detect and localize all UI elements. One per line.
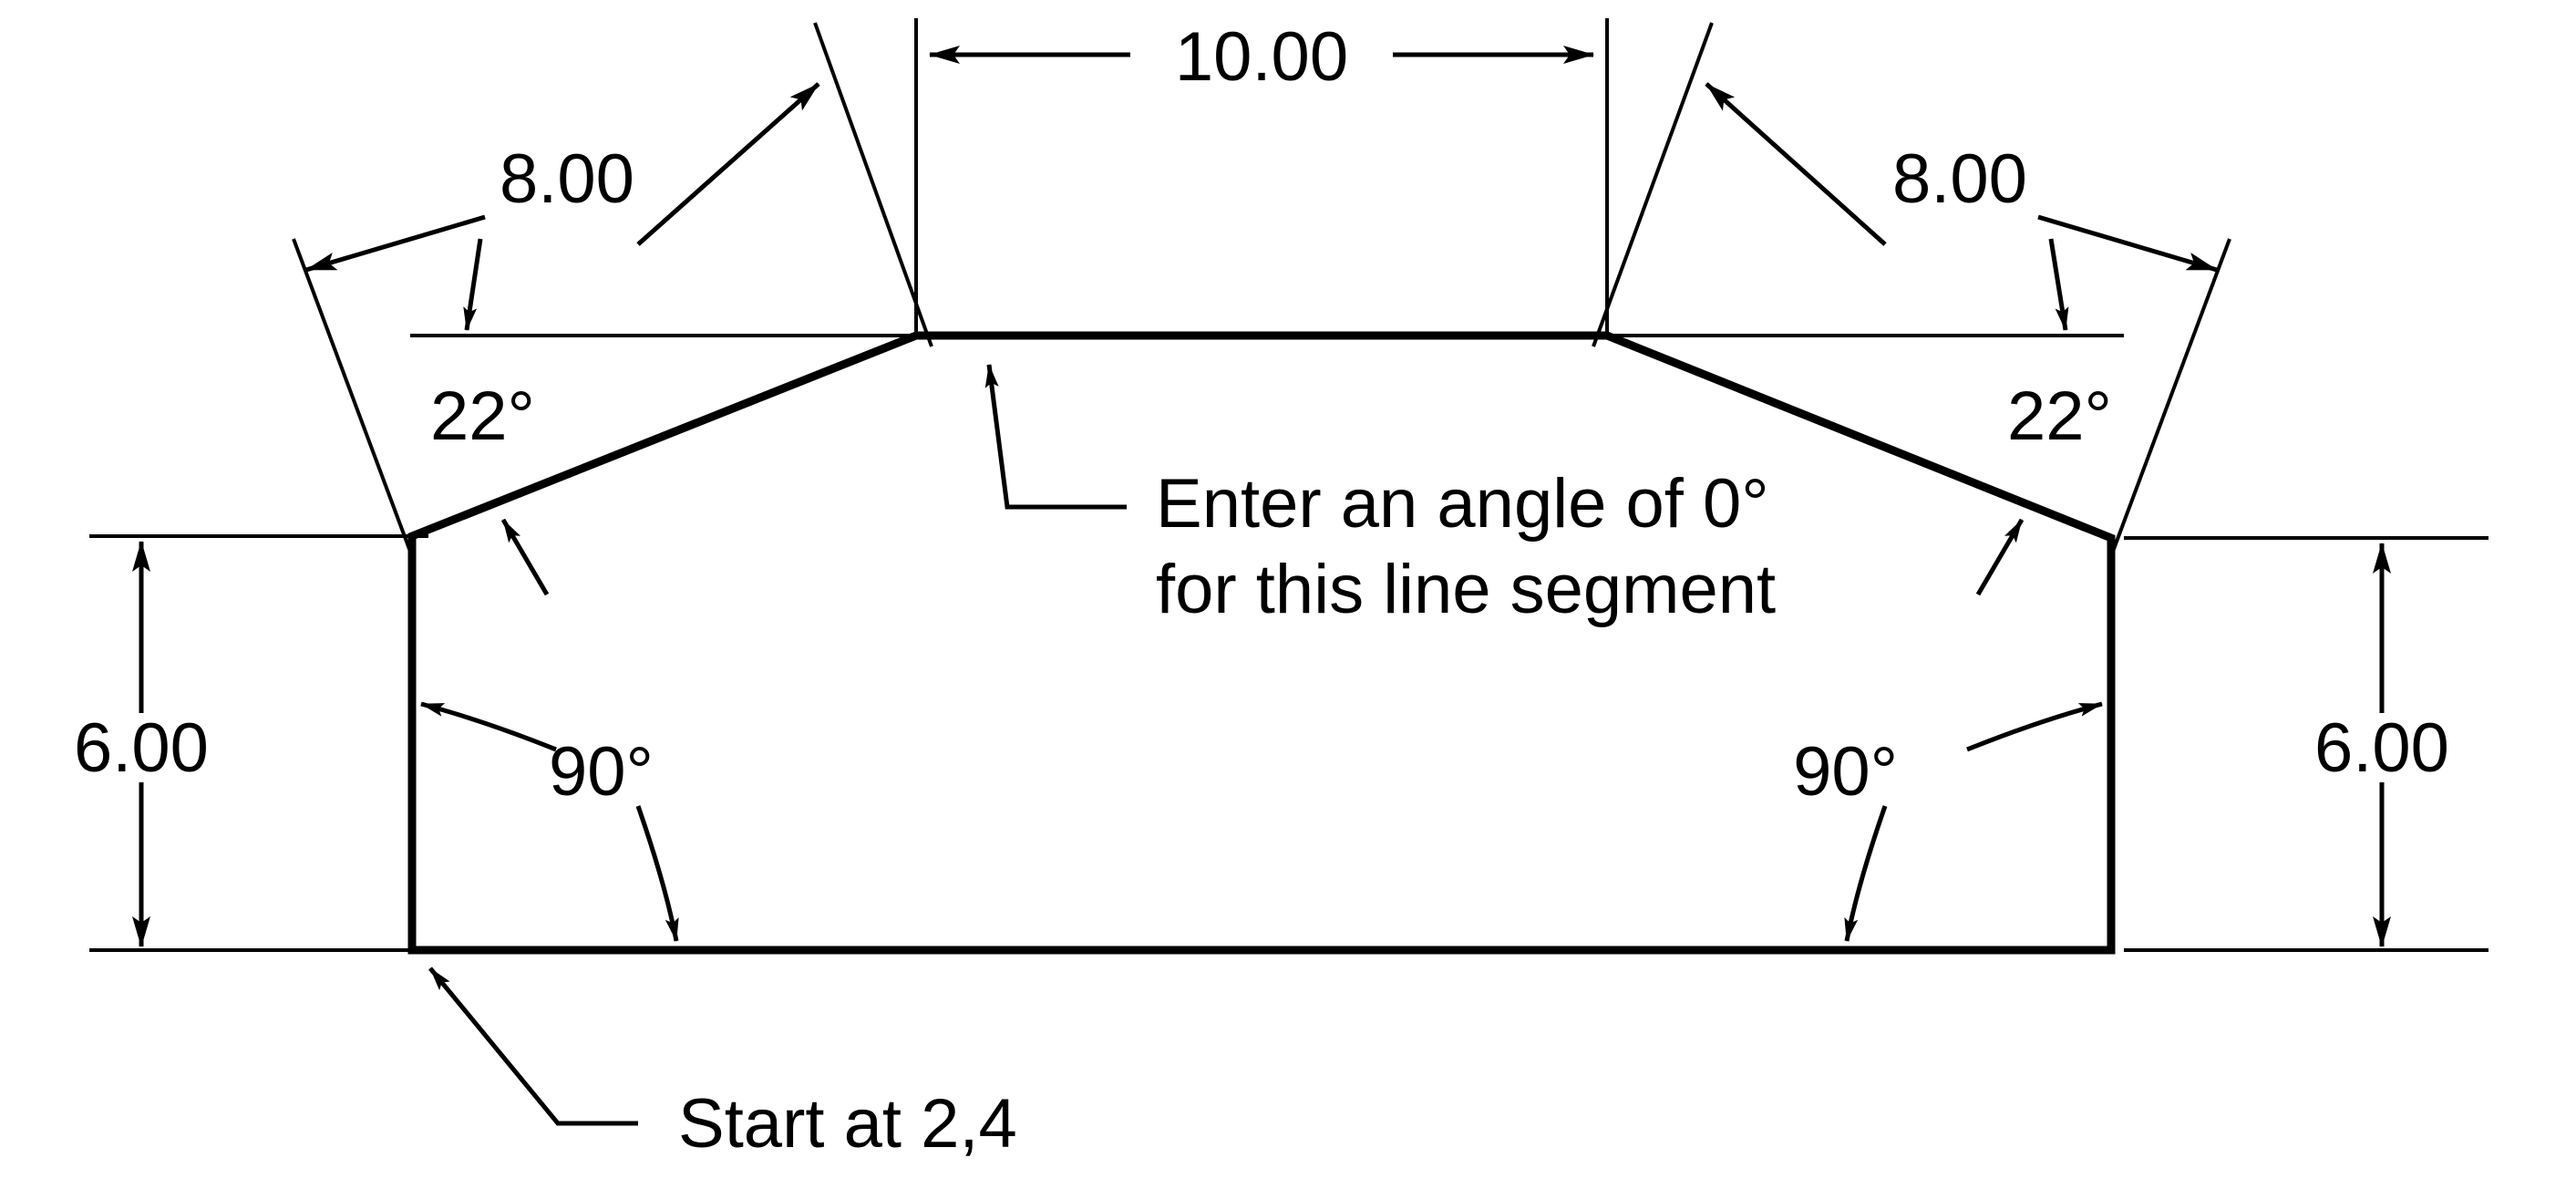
start-note-label: Start at 2,4 [678,1085,1017,1163]
top-width-dimension: 10.00 [929,18,1594,96]
profile-outline [407,331,2116,955]
segment-note-annotation: Enter an angle of 0° for this line segme… [984,364,1776,628]
left-apex-inclined-extension [813,22,933,347]
right-slope-angle-annotation: 22° [1975,238,2112,596]
right-vertex-inclined-extension [2109,238,2231,557]
top-width-label: 10.00 [1175,18,1348,96]
start-note-annotation: Start at 2,4 [428,967,1017,1163]
left-slope-label: 8.00 [500,140,634,218]
segment-note-line-1: Enter an angle of 0° [1156,465,1769,543]
left-corner-arc-to-vertical [420,701,557,752]
right-slope-dimension: 8.00 [1705,82,2218,273]
left-slope-arrow-lower [305,214,486,273]
right-slope-label: 8.00 [1892,140,2027,218]
reference-lines [89,18,2488,952]
left-height-dimension: 6.00 [74,541,209,947]
left-angle-arrow-to-datum [463,238,483,331]
right-apex-inclined-extension [1592,22,1714,347]
right-height-label: 6.00 [2314,709,2449,787]
right-corner-arc-to-vertical [1966,701,2103,752]
right-angle-arrow-to-datum [2048,238,2069,331]
right-corner-arc-to-bottom [1844,805,1888,942]
left-slope-dimension: 8.00 [305,82,820,273]
left-corner-angle-annotation: 90° [420,701,679,942]
right-slope-arrow-lower [2037,214,2218,273]
left-angle-label: 22° [430,377,535,455]
left-slope-arrow-upper [636,82,820,246]
left-slope-angle-annotation: 22° [430,238,550,596]
start-note-leader [428,967,638,1126]
segment-note-line-2: for this line segment [1156,551,1776,628]
right-slope-arrow-upper [1705,82,1887,246]
right-angle-arrow-to-slope [1975,518,2025,596]
left-vertex-inclined-extension [292,238,414,557]
right-angle-label: 22° [2007,377,2112,455]
left-height-label: 6.00 [74,709,209,787]
right-height-dimension: 6.00 [2314,543,2449,947]
segment-note-leader [984,364,1127,510]
left-corner-angle-label: 90° [549,733,654,811]
right-corner-angle-annotation: 90° [1793,701,2103,942]
left-angle-arrow-to-slope [500,518,550,596]
profile-polyline [407,331,2116,955]
left-corner-arc-to-bottom [635,805,679,942]
right-corner-angle-label: 90° [1793,733,1898,811]
